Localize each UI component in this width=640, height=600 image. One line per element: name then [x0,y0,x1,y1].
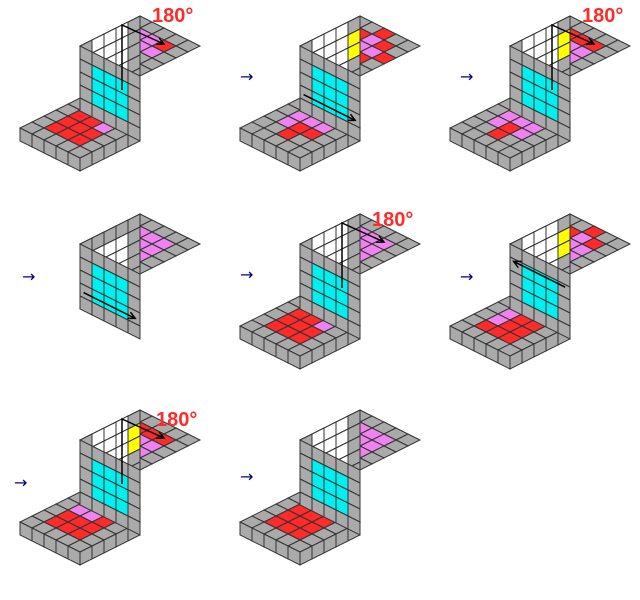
sequence-arrow: → [22,267,35,286]
step-7 [18,409,202,566]
right-sticker [347,121,361,142]
step-5 [238,213,422,370]
turn-arrow [121,23,165,90]
right-sticker [127,515,141,536]
right-sticker [347,319,361,340]
rotation-label: 180° [582,5,623,27]
right-sticker [347,515,361,536]
slab-side-sticker [299,349,313,370]
turn-arrow [551,23,595,90]
right-face [299,439,361,536]
sequence-arrow: → [240,467,253,486]
step-6 [448,213,632,370]
turn-arrow [121,417,165,484]
slab-side-sticker [79,545,93,566]
turn-arrow [303,93,356,122]
turn-arrowhead [376,235,386,244]
sequence-arrow: → [460,267,473,286]
slab-side-sticker [299,151,313,172]
turn-arrow [513,260,566,288]
turn-arrow [83,291,136,320]
step-3 [448,15,632,172]
right-face [299,45,361,142]
slab-side-sticker [509,151,523,172]
sequence-arrow: → [14,473,27,492]
step-1 [18,15,202,172]
right-face [299,243,361,340]
slab-side-sticker [299,545,313,566]
rotation-label: 180° [372,209,413,231]
sequence-arrow: → [460,67,473,86]
slab-side-sticker [509,349,523,370]
right-face [79,243,141,340]
turn-arrowhead [347,113,357,122]
right-sticker [127,121,141,142]
right-face [79,45,141,142]
turn-arrowhead [586,37,596,46]
slab-side-sticker [79,151,93,172]
right-face [79,439,141,536]
step-4 [78,213,202,340]
sequence-arrow: → [240,265,253,284]
sequence-arrow: → [240,67,253,86]
right-sticker [557,319,571,340]
turn-arrow [341,221,385,288]
turn-arrowhead [156,37,166,46]
turn-arrowhead [512,260,522,269]
right-sticker [557,121,571,142]
right-sticker [127,319,141,340]
rotation-label: 180° [152,5,193,27]
step-8 [238,409,422,566]
turn-arrowhead [127,311,137,320]
rotation-label: 180° [156,409,197,431]
step-2 [238,15,422,172]
turn-arrowhead [156,431,166,440]
